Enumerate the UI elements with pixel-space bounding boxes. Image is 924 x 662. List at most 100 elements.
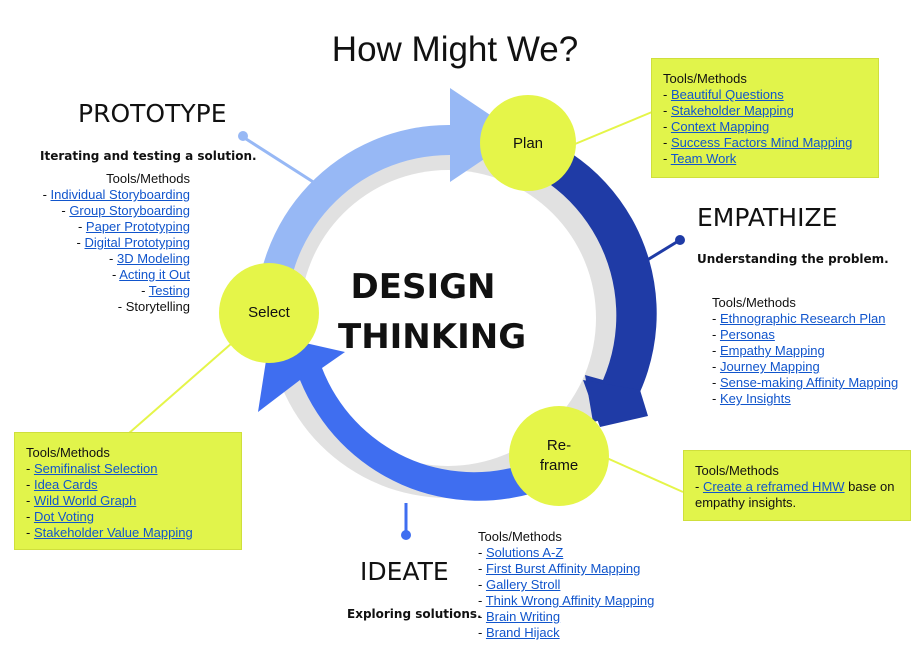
prototype-tool-link[interactable]: Paper Prototyping: [85, 219, 190, 234]
ideate-tools-item: - Gallery Stroll: [478, 577, 561, 592]
ideate-tool-link[interactable]: Gallery Stroll: [485, 577, 561, 592]
reframe-circle: [509, 406, 609, 506]
empathize-tools-label: Tools/Methods: [712, 295, 796, 310]
ideate-tools-item: - Solutions A-Z: [478, 545, 564, 560]
empathize-connector: [643, 238, 681, 264]
prototype-tools-list: Tools/Methods - Individual Storyboarding…: [20, 171, 190, 315]
select-tools-item: - Dot Voting: [26, 509, 94, 524]
page-title: How Might We?: [331, 30, 579, 69]
ideate-tool-link[interactable]: Think Wrong Affinity Mapping: [485, 593, 655, 608]
prototype-tools-item: - Storytelling: [117, 299, 190, 314]
prototype-tools-item: - Paper Prototyping: [77, 219, 190, 234]
reframe-box-connector: [599, 454, 684, 493]
plan-tools-label: Tools/Methods: [663, 71, 747, 86]
empathize-connector-dot: [675, 235, 685, 245]
ideate-tools-item: - Brand Hijack: [478, 625, 560, 640]
empathize-tool-link[interactable]: Journey Mapping: [719, 359, 820, 374]
prototype-tool-text: Storytelling: [125, 299, 190, 314]
ideate-tool-link[interactable]: Brand Hijack: [485, 625, 560, 640]
ideate-title: IDEATE: [360, 557, 449, 586]
prototype-connector: [242, 135, 319, 187]
ideate-tools-item: - Brain Writing: [478, 609, 561, 624]
reframe-tools-item: - Create a reframed HMW base on: [695, 479, 895, 494]
select-tool-link[interactable]: Semifinalist Selection: [33, 461, 158, 476]
select-tool-link[interactable]: Dot Voting: [33, 509, 94, 524]
prototype-description: Iterating and testing a solution.: [40, 149, 257, 163]
prototype-tools-item: - Individual Storyboarding: [42, 187, 190, 202]
prototype-tool-link[interactable]: Digital Prototyping: [84, 235, 191, 250]
empathize-tool-link[interactable]: Ethnographic Research Plan: [719, 311, 886, 326]
center-disc: [300, 170, 596, 466]
ideate-tools-list: Tools/Methods - Solutions A-Z- First Bur…: [478, 529, 654, 641]
prototype-tool-link[interactable]: Individual Storyboarding: [50, 187, 190, 202]
prototype-tools-label: Tools/Methods: [106, 171, 190, 186]
prototype-tools-item: - Digital Prototyping: [76, 235, 191, 250]
empathize-tools-item: - Personas: [712, 327, 775, 342]
plan-tools-item: - Beautiful Questions: [663, 87, 784, 102]
plan-tool-link[interactable]: Beautiful Questions: [670, 87, 784, 102]
empathize-arrowhead: [583, 380, 648, 427]
prototype-tools-item: - Acting it Out: [111, 267, 190, 282]
empathize-tools-item: - Key Insights: [712, 391, 791, 406]
prototype-tools-item: - Group Storyboarding: [61, 203, 190, 218]
empathize-tool-link[interactable]: Personas: [719, 327, 775, 342]
select-tools-item: - Idea Cards: [26, 477, 98, 492]
empathize-tools-list: Tools/Methods - Ethnographic Research Pl…: [712, 295, 898, 407]
plan-tools-item: - Success Factors Mind Mapping: [663, 135, 853, 150]
plan-tools-box: Tools/Methods - Beautiful Questions- Sta…: [651, 58, 879, 178]
plan-tool-link[interactable]: Success Factors Mind Mapping: [670, 135, 853, 150]
empathize-tool-link[interactable]: Sense-making Affinity Mapping: [719, 375, 899, 390]
ideate-tool-link[interactable]: Brain Writing: [485, 609, 561, 624]
center-title: DESIGN THINKING: [338, 262, 526, 362]
prototype-tools-item: - 3D Modeling: [109, 251, 190, 266]
plan-tool-link[interactable]: Context Mapping: [670, 119, 770, 134]
empathize-description: Understanding the problem.: [697, 252, 889, 266]
ideate-tool-link[interactable]: Solutions A-Z: [485, 545, 564, 560]
reframe-label-line2: frame: [539, 457, 579, 474]
reframe-after-link: base on: [844, 479, 895, 494]
select-tool-link[interactable]: Idea Cards: [33, 477, 98, 492]
select-tools-item: - Semifinalist Selection: [26, 461, 158, 476]
empathize-tools-item: - Empathy Mapping: [712, 343, 825, 358]
empathize-tools-item: - Ethnographic Research Plan: [712, 311, 886, 326]
prototype-tool-link[interactable]: Group Storyboarding: [69, 203, 190, 218]
select-tools-item: - Wild World Graph: [26, 493, 137, 508]
empathize-tool-link[interactable]: Empathy Mapping: [719, 343, 825, 358]
prototype-tool-link[interactable]: 3D Modeling: [117, 251, 190, 266]
plan-label: Plan: [512, 135, 544, 152]
plan-box-connector: [574, 111, 653, 145]
plan-tool-link[interactable]: Team Work: [670, 151, 737, 166]
reframe-line2: empathy insights.: [695, 495, 797, 510]
ideate-connector-dot: [401, 530, 411, 540]
select-label: Select: [248, 304, 290, 321]
prototype-connector-dot: [238, 131, 248, 141]
reframe-label: Re- frame: [519, 436, 599, 476]
select-tool-link[interactable]: Wild World Graph: [33, 493, 137, 508]
plan-tools-item: - Team Work: [663, 151, 737, 166]
select-tool-link[interactable]: Stakeholder Value Mapping: [33, 525, 193, 540]
empathize-tool-link[interactable]: Key Insights: [719, 391, 791, 406]
select-circle: [219, 263, 319, 363]
prototype-tools-item: - Testing: [141, 283, 190, 298]
reframe-tools-label: Tools/Methods: [695, 463, 779, 478]
ideate-tools-label: Tools/Methods: [478, 529, 562, 544]
empathize-arrow: [482, 122, 657, 422]
empathize-tools-item: - Sense-making Affinity Mapping: [712, 375, 899, 390]
ideate-tool-link[interactable]: First Burst Affinity Mapping: [485, 561, 641, 576]
select-box-connector: [127, 342, 233, 435]
reframe-label-line1: Re-: [546, 437, 572, 454]
plan-tools-item: - Context Mapping: [663, 119, 770, 134]
select-tools-item: - Stakeholder Value Mapping: [26, 525, 193, 540]
plan-tool-link[interactable]: Stakeholder Mapping: [670, 103, 794, 118]
plan-tools-item: - Stakeholder Mapping: [663, 103, 794, 118]
select-tools-box: Tools/Methods - Semifinalist Selection- …: [14, 432, 242, 550]
empathize-tools-item: - Journey Mapping: [712, 359, 820, 374]
prototype-tool-link[interactable]: Testing: [148, 283, 190, 298]
ideate-tools-item: - First Burst Affinity Mapping: [478, 561, 641, 576]
prototype-tool-link[interactable]: Acting it Out: [119, 267, 190, 282]
reframe-tools-box: Tools/Methods - Create a reframed HMW ba…: [683, 450, 911, 521]
ideate-tools-item: - Think Wrong Affinity Mapping: [478, 593, 655, 608]
reframe-link[interactable]: Create a reframed HMW: [702, 479, 845, 494]
empathize-title: EMPATHIZE: [697, 203, 838, 232]
